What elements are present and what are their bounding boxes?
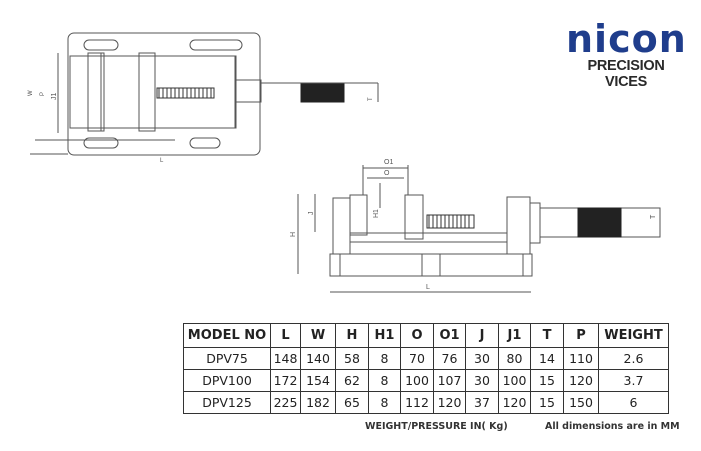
table-cell: 3.7 [598, 369, 669, 392]
column-header: H [335, 323, 369, 348]
side-dim-o1-label: O1 [384, 159, 393, 166]
dimension-unit-note: All dimensions are in MM [545, 421, 680, 432]
table-cell: 100 [498, 369, 531, 392]
table-cell: 120 [433, 391, 466, 414]
table-cell: 148 [270, 347, 301, 370]
top-dim-j1-label: J1 [51, 93, 58, 101]
brand-name: nicon [566, 17, 687, 61]
top-handle-t-label: T [368, 97, 374, 101]
table-cell: DPV100 [183, 369, 271, 392]
table-cell: 8 [368, 347, 401, 370]
table-cell: 100 [400, 369, 434, 392]
side-dim-j-label: J [308, 212, 315, 216]
column-header: WEIGHT [598, 323, 669, 348]
column-header: J1 [498, 323, 531, 348]
table-cell: 80 [498, 347, 531, 370]
table-cell: 150 [563, 391, 599, 414]
table-cell: 15 [530, 391, 564, 414]
table-cell: 182 [300, 391, 336, 414]
table-cell: 172 [270, 369, 301, 392]
table-cell: DPV125 [183, 391, 271, 414]
weight-unit-note: WEIGHT/PRESSURE IN( Kg) [365, 421, 508, 432]
table-cell: 30 [465, 369, 499, 392]
side-dim-l-label: L [426, 284, 430, 291]
table-cell: 58 [335, 347, 369, 370]
side-handle-t-label: T [650, 214, 657, 219]
column-header: T [530, 323, 564, 348]
column-header: H1 [368, 323, 401, 348]
table-cell: 8 [368, 369, 401, 392]
table-cell: 70 [400, 347, 434, 370]
column-header: L [270, 323, 301, 348]
side-dim-o-label: O [384, 170, 390, 177]
table-cell: 154 [300, 369, 336, 392]
table-cell: DPV75 [183, 347, 271, 370]
top-dim-w-label: W [28, 90, 34, 96]
column-header: W [300, 323, 336, 348]
column-header: O1 [433, 323, 466, 348]
technical-drawings: J1 P W L T O1 O H1 J H L T [28, 32, 661, 293]
column-header: O [400, 323, 434, 348]
column-header: MODEL NO [183, 323, 271, 348]
table-cell: 112 [400, 391, 434, 414]
table-cell: 76 [433, 347, 466, 370]
top-view-drawing: J1 P W L T [28, 32, 379, 164]
table-cell: 107 [433, 369, 466, 392]
table-cell: 225 [270, 391, 301, 414]
top-dim-p-label: P [40, 92, 46, 96]
table-cell: 30 [465, 347, 499, 370]
table-cell: 15 [530, 369, 564, 392]
table-cell: 120 [498, 391, 531, 414]
column-header: J [465, 323, 499, 348]
side-dim-h-label: H [290, 232, 297, 237]
top-dim-l-label: L [160, 158, 164, 164]
brand-tagline: PRECISION VICES [587, 58, 665, 90]
table-cell: 62 [335, 369, 369, 392]
table-cell: 120 [563, 369, 599, 392]
table-cell: 37 [465, 391, 499, 414]
table-cell: 110 [563, 347, 599, 370]
side-view-drawing: O1 O H1 J H L T [290, 159, 661, 293]
table-cell: 8 [368, 391, 401, 414]
brand-logo: nicon PRECISION VICES [566, 17, 687, 90]
column-header: P [563, 323, 599, 348]
table-cell: 140 [300, 347, 336, 370]
table-cell: 2.6 [598, 347, 669, 370]
table-cell: 6 [598, 391, 669, 414]
side-dim-h1-label: H1 [373, 209, 380, 218]
table-cell: 65 [335, 391, 369, 414]
table-cell: 14 [530, 347, 564, 370]
